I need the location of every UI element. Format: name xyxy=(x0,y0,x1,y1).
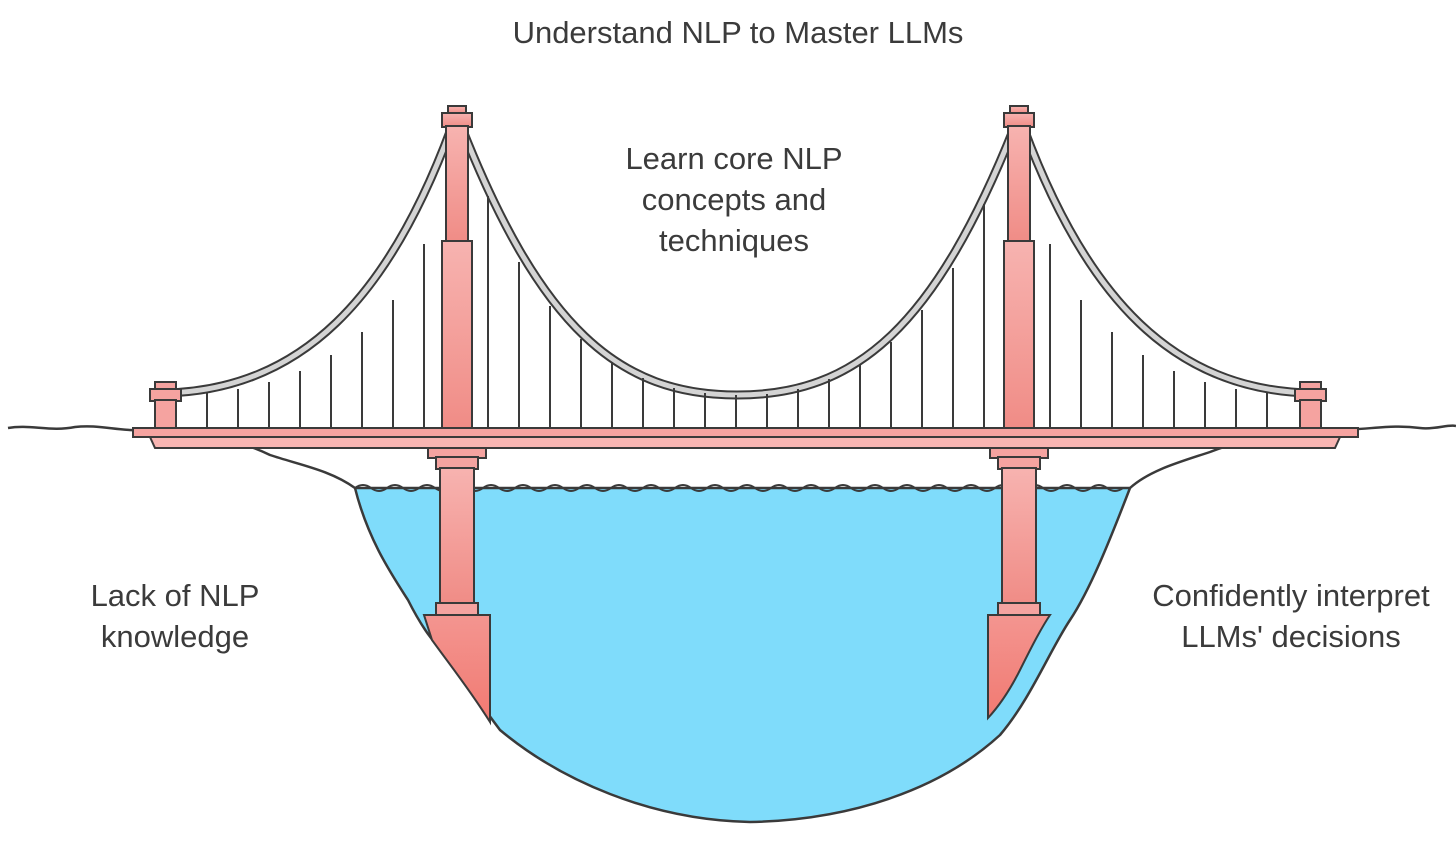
left-anchor-post xyxy=(149,381,182,429)
water-waves xyxy=(354,484,1124,492)
water xyxy=(353,486,1132,824)
main-cable-right-inner xyxy=(1017,115,1313,396)
bridge-deck xyxy=(132,427,1359,449)
right-pier xyxy=(987,447,1052,721)
diagram-title: Understand NLP to Master LLMs xyxy=(512,15,964,50)
suspender-lines xyxy=(206,196,1268,428)
right-side-label: Confidently interpret LLMs' decisions xyxy=(1152,578,1430,654)
main-cable-right xyxy=(1015,113,1315,398)
left-side-label: Lack of NLP knowledge xyxy=(90,578,260,654)
right-anchor-post xyxy=(1294,381,1327,429)
right-tower xyxy=(1003,105,1035,430)
left-pier xyxy=(422,447,491,726)
main-cable-left xyxy=(160,113,460,398)
bridge-label: Learn core NLP concepts and techniques xyxy=(625,141,843,258)
left-tower xyxy=(441,105,473,430)
main-cable-left-inner xyxy=(162,115,458,396)
